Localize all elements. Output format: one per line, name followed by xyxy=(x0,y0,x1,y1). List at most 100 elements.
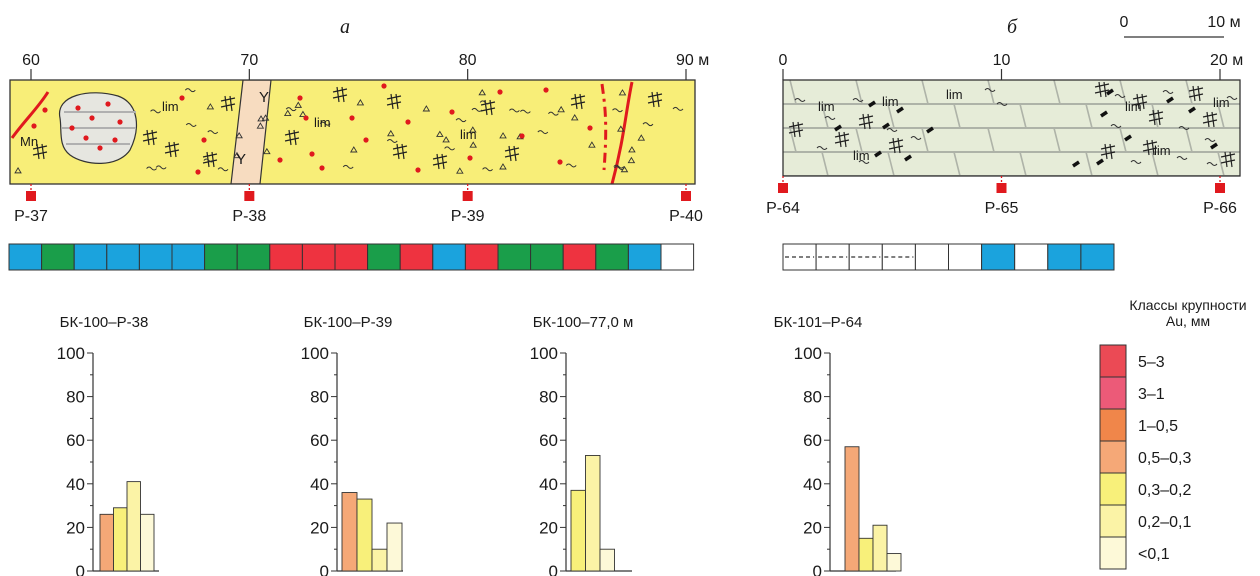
legend-title-line1: Классы крупности xyxy=(1129,297,1246,313)
brick-joint xyxy=(1185,80,1193,105)
tuff-mark xyxy=(14,166,22,174)
ore-dot xyxy=(201,137,207,143)
hatch-mark xyxy=(788,121,804,138)
histogram-tick-label: 100 xyxy=(530,344,558,363)
hatch-mark xyxy=(1148,109,1164,126)
tilde-mark xyxy=(146,166,157,171)
histogram-bar xyxy=(585,455,601,572)
tuff-mark xyxy=(356,99,365,106)
brick-joint xyxy=(1085,103,1093,129)
strip-cell-blue xyxy=(432,243,466,271)
brick-joint xyxy=(1119,127,1127,153)
strip-cell-green xyxy=(236,243,271,271)
ore-dot xyxy=(543,87,549,93)
tuff-mark xyxy=(499,132,507,139)
hatch-mark xyxy=(1188,85,1204,102)
hatch-mark xyxy=(647,91,663,108)
histogram-tick-label: 20 xyxy=(66,518,85,537)
tuff-mark xyxy=(294,101,303,108)
histogram-bar xyxy=(371,548,388,572)
ore-dash-mark xyxy=(1100,110,1108,118)
tuff-mark xyxy=(637,134,646,141)
tuff-mark xyxy=(469,141,477,148)
legend-items: 5–33–11–0,50,5–0,30,3–0,20,2–0,1<0,1 xyxy=(1099,344,1191,570)
tilde-mark xyxy=(509,108,520,113)
ore-dot xyxy=(449,109,455,115)
sample-marker xyxy=(1215,183,1225,193)
histogram-tick-label: 80 xyxy=(66,388,85,407)
tuff-mark xyxy=(628,146,636,153)
tuff-mark xyxy=(261,114,270,121)
ore-dash-mark xyxy=(926,126,934,134)
tuff-mark xyxy=(442,136,450,143)
strip-cell-blue xyxy=(73,243,108,271)
panel-a-section: Mn lim lim lim Y Y xyxy=(9,79,696,185)
sample-label: Р-64 xyxy=(766,200,800,217)
legend-swatch xyxy=(1099,440,1127,474)
tilde-mark xyxy=(207,130,219,135)
tilde-mark xyxy=(203,158,215,163)
legend-class-label: 1–0,5 xyxy=(1138,418,1178,435)
sample-label: Р-66 xyxy=(1203,200,1237,217)
ore-dot xyxy=(97,145,103,151)
ore-dash-mark xyxy=(1166,96,1174,104)
brick-joint xyxy=(953,103,961,129)
sample-label: Р-39 xyxy=(451,208,485,225)
tuff-mark xyxy=(557,105,565,113)
brick-joint xyxy=(887,103,895,129)
brick-joint xyxy=(821,151,829,176)
ore-dash-mark xyxy=(868,100,876,108)
strip-cell-white xyxy=(948,243,983,271)
lim-label: lim xyxy=(853,148,870,163)
scale-bar: 0 10 м xyxy=(1120,14,1241,38)
tilde-mark xyxy=(984,88,996,92)
tilde-mark xyxy=(471,107,483,112)
tilde-mark xyxy=(852,98,864,102)
mn-label: Mn xyxy=(20,134,38,149)
histogram-title: БК-101–Р-64 xyxy=(774,314,863,331)
lim-label: lim xyxy=(882,94,899,109)
ore-dot xyxy=(83,135,89,141)
tilde-mark xyxy=(613,164,625,169)
histogram-tick-label: 0 xyxy=(549,562,558,576)
histogram-bar xyxy=(872,524,888,572)
scale-bar-end: 10 м xyxy=(1207,14,1240,31)
tilde-mark xyxy=(185,122,197,127)
tilde-mark xyxy=(386,138,398,143)
tilde-mark xyxy=(482,167,493,172)
histogram-bar xyxy=(886,553,902,572)
panel-b-frame xyxy=(782,79,1241,177)
ore-dot xyxy=(519,133,525,139)
histogram-tick-label: 0 xyxy=(813,562,822,576)
ore-dot xyxy=(89,115,95,121)
tilde-mark xyxy=(1206,162,1218,166)
sample-marker xyxy=(778,183,788,193)
hatch-mark xyxy=(570,93,586,110)
sample-marker xyxy=(462,191,473,201)
tuff-mark xyxy=(456,167,464,174)
tilde-mark xyxy=(217,167,229,172)
brick-joint xyxy=(1185,127,1193,153)
tilde-mark xyxy=(565,163,577,168)
brick-joint xyxy=(1119,80,1127,105)
sample-label: Р-38 xyxy=(232,208,266,225)
histogram-tick-label: 100 xyxy=(57,344,85,363)
histogram-bar xyxy=(341,492,358,572)
tilde-mark xyxy=(816,146,828,150)
tilde-mark xyxy=(642,122,654,127)
ore-dash-mark xyxy=(1096,158,1104,166)
tuff-mark xyxy=(618,89,627,96)
legend-swatch xyxy=(1099,504,1127,538)
panel-a-pattern xyxy=(14,83,684,175)
ore-dash-mark xyxy=(1210,142,1218,150)
tilde-mark xyxy=(455,118,467,123)
brick-joint xyxy=(1151,103,1159,129)
tuff-mark xyxy=(469,126,477,133)
legend-swatch xyxy=(1099,472,1127,506)
brick-joint xyxy=(1019,103,1027,129)
tilde-mark xyxy=(794,98,806,102)
tilde-mark xyxy=(1176,156,1188,160)
